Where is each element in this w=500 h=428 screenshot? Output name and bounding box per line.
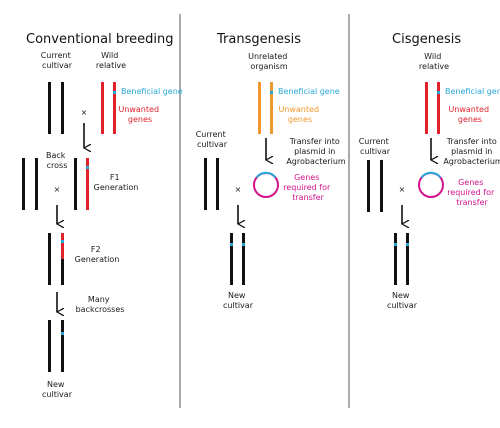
conventional-wild-relative-label: Wild relative bbox=[96, 51, 126, 70]
transgenesis-current-cultivar-label: Current cultivar bbox=[196, 130, 229, 149]
transgenesis-organism-chromosome-1 bbox=[258, 82, 261, 134]
conventional-f1-chromosome-1 bbox=[74, 158, 77, 210]
cisgenesis-wild-chromosome-1 bbox=[425, 82, 428, 134]
conventional-wild-chromosome-2 bbox=[113, 82, 116, 134]
conventional-backcross-symbol: × bbox=[54, 185, 61, 194]
transgenesis-new-chromosome-2 bbox=[242, 233, 245, 285]
cisgenesis-new-mark-1 bbox=[394, 243, 397, 246]
transgenesis-beneficial-gene-label: Beneficial gene bbox=[278, 87, 340, 96]
cisgenesis-panel: Cisgenesis Wild relative Beneficial gene… bbox=[359, 32, 500, 310]
cisgenesis-new-chromosome-2 bbox=[406, 233, 409, 285]
transgenesis-genes-required-label: Genes required for transfer bbox=[283, 173, 333, 202]
conventional-backcross-chromosome-1 bbox=[22, 158, 25, 210]
conventional-backcross-chromosome-2 bbox=[35, 158, 38, 210]
conventional-beneficial-gene-label: Beneficial gene bbox=[121, 87, 183, 96]
conventional-breeding-panel: Conventional breeding Current cultivar W… bbox=[22, 32, 183, 399]
transgenesis-new-chromosome-1 bbox=[230, 233, 233, 285]
cisgenesis-unwanted-genes-label: Unwanted genes bbox=[448, 105, 491, 124]
transgenesis-current-chromosome-2 bbox=[216, 158, 219, 210]
cisgenesis-beneficial-gene-label: Beneficial gene bbox=[445, 87, 500, 96]
conventional-f1-chromosome-2 bbox=[86, 158, 89, 210]
conventional-f2-red-segment bbox=[61, 233, 64, 259]
transgenesis-unwanted-genes-label: Unwanted genes bbox=[278, 105, 321, 124]
transgenesis-new-mark-1 bbox=[230, 243, 233, 246]
conventional-f2-label: F2 Generation bbox=[75, 245, 120, 264]
cisgenesis-cross-symbol: × bbox=[399, 185, 406, 194]
cisgenesis-current-chromosome-1 bbox=[367, 160, 370, 212]
cisgenesis-new-cultivar-label: New cultivar bbox=[387, 291, 418, 310]
cisgenesis-plasmid-gene-arc bbox=[420, 171, 442, 179]
transgenesis-organism-chromosome-2 bbox=[270, 82, 273, 134]
transgenesis-title: Transgenesis bbox=[216, 32, 301, 47]
conventional-current-chromosome-1 bbox=[48, 82, 51, 134]
cisgenesis-new-chromosome-1 bbox=[394, 233, 397, 285]
transgenesis-new-mark-2 bbox=[242, 243, 245, 246]
conventional-f1-beneficial-mark bbox=[86, 166, 89, 169]
cisgenesis-transfer-label: Transfer into plasmid in Agrobacterium bbox=[443, 137, 500, 166]
conventional-new-chromosome-1 bbox=[48, 320, 51, 372]
conventional-current-cultivar-label: Current cultivar bbox=[41, 51, 74, 70]
conventional-new-cultivar-label: New cultivar bbox=[42, 380, 73, 399]
conventional-f2-chromosome-1 bbox=[48, 233, 51, 285]
conventional-many-backcrosses-label: Many backcrosses bbox=[76, 295, 125, 314]
conventional-unwanted-genes-label: Unwanted genes bbox=[118, 105, 161, 124]
cisgenesis-current-chromosome-2 bbox=[380, 160, 383, 212]
conventional-back-cross-label: Back cross bbox=[46, 151, 68, 170]
conventional-title: Conventional breeding bbox=[26, 32, 173, 47]
transgenesis-current-chromosome-1 bbox=[204, 158, 207, 210]
transgenesis-panel: Transgenesis Unrelated organism Benefici… bbox=[196, 32, 346, 310]
conventional-cross-symbol: × bbox=[81, 108, 88, 117]
transgenesis-unrelated-organism-label: Unrelated organism bbox=[248, 52, 290, 71]
cisgenesis-title: Cisgenesis bbox=[392, 32, 461, 47]
conventional-beneficial-gene-mark bbox=[113, 91, 116, 94]
conventional-wild-chromosome-1 bbox=[101, 82, 104, 134]
cisgenesis-current-cultivar-label: Current cultivar bbox=[359, 137, 392, 156]
cisgenesis-wild-chromosome-2 bbox=[437, 82, 440, 134]
transgenesis-new-cultivar-label: New cultivar bbox=[223, 291, 254, 310]
conventional-f2-beneficial-mark bbox=[61, 240, 64, 243]
cisgenesis-new-mark-2 bbox=[406, 243, 409, 246]
cisgenesis-genes-required-label: Genes required for transfer bbox=[447, 178, 497, 207]
conventional-new-beneficial-mark bbox=[61, 332, 64, 335]
conventional-current-chromosome-2 bbox=[61, 82, 64, 134]
conventional-f1-label: F1 Generation bbox=[94, 173, 139, 192]
transgenesis-beneficial-gene-mark bbox=[270, 91, 273, 94]
cisgenesis-wild-relative-label: Wild relative bbox=[419, 52, 449, 71]
transgenesis-transfer-label: Transfer into plasmid in Agrobacterium bbox=[286, 137, 346, 166]
transgenesis-cross-symbol: × bbox=[235, 185, 242, 194]
transgenesis-plasmid-gene-arc bbox=[255, 171, 277, 179]
conventional-new-chromosome-2 bbox=[61, 320, 64, 372]
cisgenesis-beneficial-gene-mark bbox=[437, 91, 440, 94]
